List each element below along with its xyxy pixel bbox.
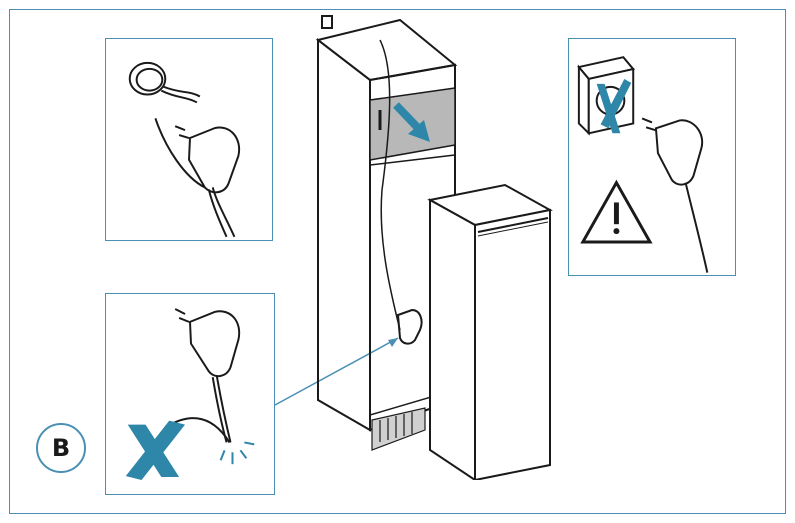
plug-cable-illustration: [128, 61, 241, 238]
figure-frame: [9, 9, 786, 514]
spark-icon: [219, 441, 255, 465]
ventilation-grille: [371, 407, 426, 451]
socket-warning-illustration: [577, 56, 709, 273]
panel-no-extension-socket: [568, 38, 736, 276]
coiled-cable-icon: [128, 61, 201, 104]
crossed-socket-icon: [577, 56, 636, 136]
step-badge: B: [36, 423, 86, 473]
plug-icon: [174, 125, 241, 238]
refrigerator: [427, 183, 553, 480]
damaged-cable-illustration: [125, 308, 255, 480]
plug-icon: [641, 117, 709, 273]
panel-damaged-cable: [105, 293, 275, 495]
power-cable: [379, 39, 401, 331]
appliance-installation-illustration: [315, 15, 553, 480]
arrow-down-icon: [393, 102, 430, 142]
plug-icon: [396, 308, 423, 345]
plug-icon: [174, 308, 241, 443]
wall-socket-icon: [321, 15, 333, 29]
cross-mark-icon: [125, 420, 186, 480]
warning-triangle-icon: [580, 179, 653, 244]
panel-power-cable: [105, 38, 273, 241]
